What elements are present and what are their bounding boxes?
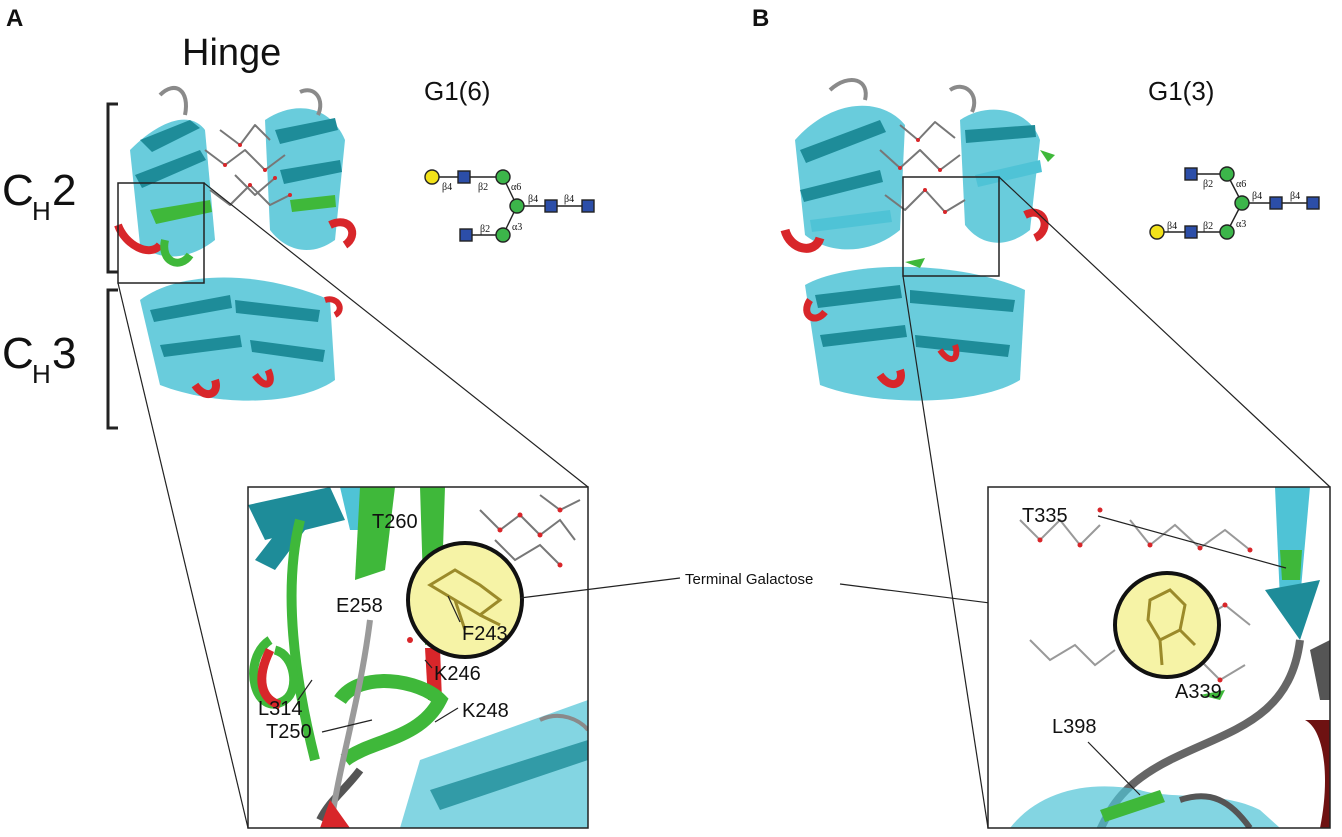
residue-label: T250 <box>266 721 312 743</box>
residue-labels-b: T335 A339 L398 <box>1022 505 1287 796</box>
ch2-label-num: 2 <box>52 166 76 215</box>
residue-label: F243 <box>462 623 508 645</box>
protein-structure-a <box>114 85 357 401</box>
residue-label: L314 <box>258 698 303 720</box>
zoom-line-a-right <box>203 182 589 488</box>
ch2-bracket <box>106 102 118 274</box>
ch3-label-num: 3 <box>52 329 76 378</box>
link-label: α6 <box>511 182 521 193</box>
ch3-label-sub: H <box>32 359 51 389</box>
glycan-title-b: G1(3) <box>1148 76 1214 106</box>
panel-b-letter: B <box>752 5 769 32</box>
link-label: β2 <box>1203 179 1213 190</box>
zoom-line-b-left <box>902 275 989 829</box>
glycan-diagram-b <box>1149 166 1320 240</box>
link-label: β4 <box>442 182 452 193</box>
galactose-highlight-b <box>1113 571 1221 679</box>
residue-labels-a: T260 E258 F243 K246 L314 K248 T250 <box>258 511 509 743</box>
zoom-inset-b <box>987 486 1331 829</box>
link-label: β4 <box>1290 191 1300 202</box>
link-label: β2 <box>480 224 490 235</box>
hinge-label: Hinge <box>182 32 281 74</box>
residue-label: K248 <box>462 700 509 722</box>
zoom-box-a <box>117 182 205 284</box>
galactose-highlight-a <box>406 541 524 659</box>
ch3-bracket <box>106 288 118 430</box>
residue-label: K246 <box>434 663 481 685</box>
link-label: α6 <box>1236 179 1246 190</box>
link-label: β4 <box>528 194 538 205</box>
link-label: α3 <box>512 222 522 233</box>
residue-label: L398 <box>1052 716 1097 738</box>
link-label: β2 <box>1203 221 1213 232</box>
residue-label: A339 <box>1175 681 1222 703</box>
link-label: β2 <box>478 182 488 193</box>
zoom-box-b <box>902 176 1000 277</box>
residue-label: T260 <box>372 511 418 533</box>
panel-b: B <box>752 5 1331 829</box>
panel-a: A Hinge C H 2 C H 3 <box>2 5 595 829</box>
zoom-line-a-left <box>117 282 249 829</box>
ch3-label-main: C <box>2 329 34 378</box>
zoom-line-b-right <box>998 176 1331 488</box>
link-label: β4 <box>564 194 574 205</box>
panel-a-letter: A <box>6 5 23 32</box>
link-label: β4 <box>1252 191 1262 202</box>
residue-label: T335 <box>1022 505 1068 527</box>
ch2-label-main: C <box>2 166 34 215</box>
glycan-diagram-a <box>424 169 595 243</box>
protein-structure-b <box>780 78 1055 401</box>
ch2-label-sub: H <box>32 196 51 226</box>
link-label: α3 <box>1236 219 1246 230</box>
terminal-galactose-label: Terminal Galactose <box>685 571 813 588</box>
link-label: β4 <box>1167 221 1177 232</box>
residue-label: E258 <box>336 595 383 617</box>
glycan-title-a: G1(6) <box>424 76 490 106</box>
glycan-links-b: β2 α6 β4 β4 β4 β2 α3 <box>1167 179 1300 232</box>
glycan-links-a: β4 β2 α6 β4 β4 β2 α3 <box>442 182 574 235</box>
zoom-inset-a <box>247 486 589 829</box>
